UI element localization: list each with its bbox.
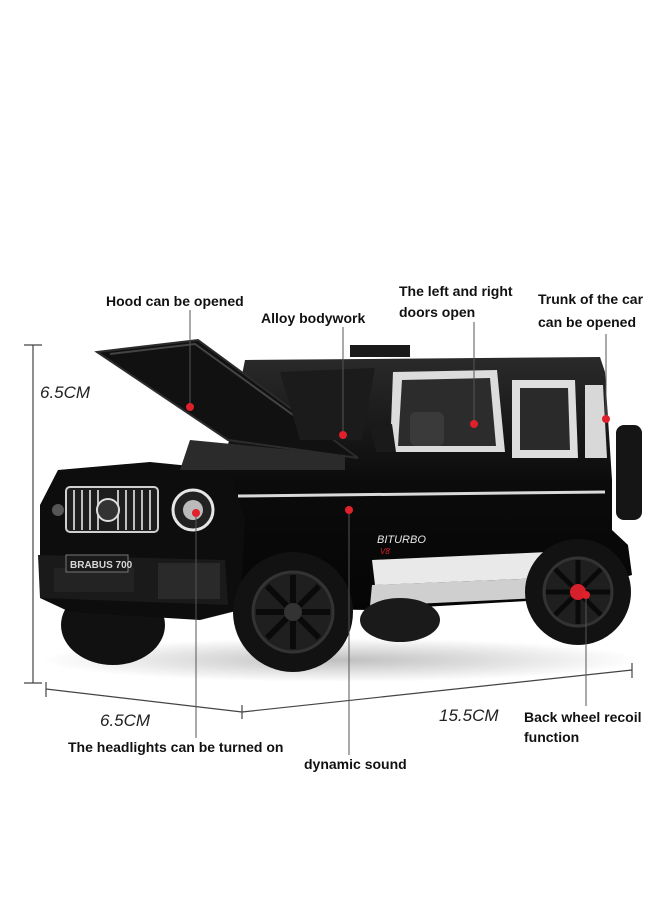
length-dimension-line [241,663,633,713]
trunk-marker [602,415,610,423]
alloy-callout: Alloy bodywork [261,310,366,326]
car-body [38,338,642,620]
grille-badge: BRABUS 700 [70,560,133,571]
recoil-marker [582,591,590,599]
height-dimension-label: 6.5CM [40,383,91,402]
doors-marker [470,420,478,428]
length-dimension-label: 15.5CM [439,706,499,725]
sound-marker [345,506,353,514]
sound-callout: dynamic sound [304,756,407,772]
front-wheel [233,552,353,672]
side-badge-sub: V8 [380,547,390,556]
doors-callout-line2: doors open [399,304,476,320]
height-dimension-line [24,344,42,684]
hood-callout: Hood can be opened [106,293,244,309]
middle-far-wheel [360,598,440,642]
recoil-callout-line1: Back wheel recoil [524,709,642,725]
side-badge: BITURBO [377,534,426,546]
car-shadow [40,638,640,682]
alloy-marker [339,431,347,439]
trunk-callout-line2: can be opened [538,314,637,330]
recoil-callout-line2: function [524,729,580,745]
hood-marker [186,403,194,411]
headlights-callout: The headlights can be turned on [68,739,284,755]
doors-callout-line1: The left and right [399,283,513,299]
headlight-marker [192,509,200,517]
width-dimension-label: 6.5CM [100,711,151,730]
trunk-callout-line1: Trunk of the car [538,291,644,307]
rear-wheel [525,539,631,645]
hood [94,338,359,459]
